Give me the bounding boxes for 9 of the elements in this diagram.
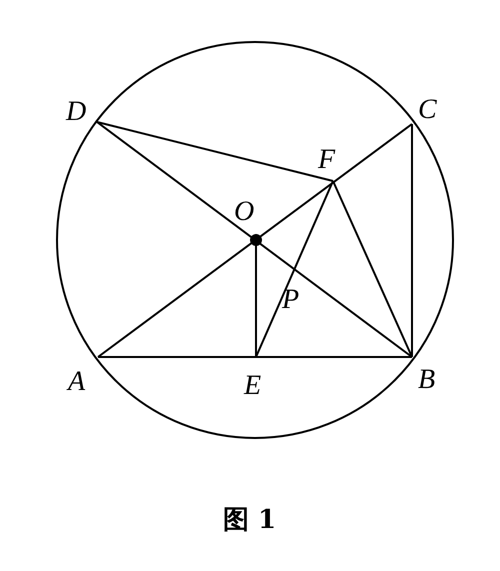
point-label: E xyxy=(244,372,262,400)
figure-caption: 图 1 xyxy=(223,505,276,535)
point-label: P xyxy=(282,286,300,314)
point-label: B xyxy=(418,366,436,394)
point-label: D xyxy=(66,98,86,126)
point-label: O xyxy=(234,198,254,226)
point-label: F xyxy=(318,146,336,174)
point-label: C xyxy=(418,96,437,124)
point-label: A xyxy=(68,368,86,396)
